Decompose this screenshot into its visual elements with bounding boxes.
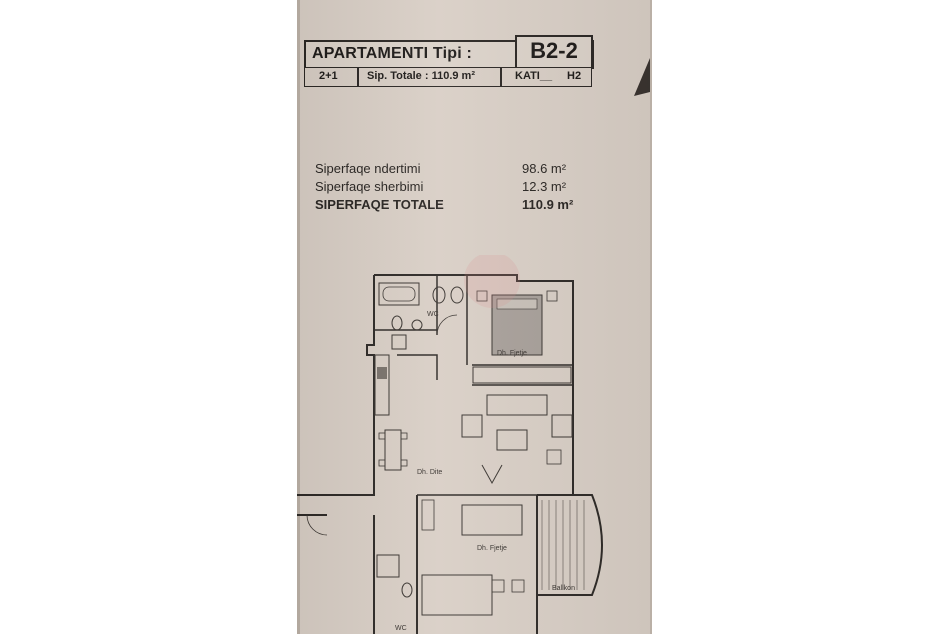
door-swing <box>436 314 458 336</box>
sink <box>432 286 446 304</box>
apartment-type-title: APARTAMENTI Tipi : <box>312 45 473 62</box>
bidet <box>411 319 423 331</box>
north-wall <box>374 274 574 385</box>
sofa <box>486 394 548 416</box>
apartment-summary-row: 2+1 Sip. Totale : 110.9 m² KATI__ H2 <box>304 67 592 87</box>
room-label-bedroom-bottom: Dh. Fjetje <box>477 545 507 552</box>
armchair <box>551 414 573 438</box>
west-wall <box>297 275 375 496</box>
area-row-total: SIPERFAQE TOTALE 110.9 m² <box>315 197 605 215</box>
corner-arrow-mark <box>634 58 650 96</box>
coffee-table <box>496 429 528 451</box>
room-label-balcony: Ballkon <box>552 585 575 592</box>
total-area-summary: Sip. Totale : 110.9 m² <box>367 70 475 82</box>
area-value: 98.6 m² <box>522 161 567 176</box>
area-row-service: Siperfaqe sherbimi 12.3 m² <box>315 179 605 197</box>
summary-divider <box>357 68 359 86</box>
stove <box>377 367 387 379</box>
watermark-logo <box>464 255 520 308</box>
floor-plan: WC Dh. Fjetje Dh. Dite Dh. Fjetje Ballko… <box>297 255 652 634</box>
kitchen-counter <box>374 354 390 416</box>
single-bed <box>461 504 523 536</box>
toilet <box>401 582 413 598</box>
storage-box <box>391 334 407 350</box>
area-value: 12.3 m² <box>522 179 567 194</box>
sheet-left-edge <box>297 0 300 634</box>
room-count: 2+1 <box>319 70 338 82</box>
floor-plan-drawing <box>297 255 603 634</box>
area-breakdown: Siperfaqe ndertimi 98.6 m² Siperfaqe she… <box>315 161 605 215</box>
toilet <box>391 315 403 331</box>
wardrobe-bottom <box>421 574 493 616</box>
nightstand <box>476 290 488 302</box>
room-label-living: Dh. Dite <box>417 469 443 476</box>
room-label-bedroom-top: Dh. Fjetje <box>497 350 527 357</box>
area-value: 110.9 m² <box>522 197 574 212</box>
area-row-construction: Siperfaqe ndertimi 98.6 m² <box>315 161 605 179</box>
bathtub <box>378 282 420 306</box>
side-table <box>546 449 562 465</box>
balcony-outline <box>537 494 603 596</box>
apartment-code-box: B2-2 <box>515 35 593 69</box>
nightstand <box>546 290 558 302</box>
tv-marker <box>481 464 503 485</box>
sink <box>450 286 464 304</box>
desk <box>421 499 435 531</box>
entrance-door-swing <box>306 514 328 536</box>
kitchen-wall <box>397 354 438 380</box>
wardrobe <box>472 366 572 384</box>
area-label: Siperfaqe sherbimi <box>315 179 424 194</box>
area-label: Siperfaqe ndertimi <box>315 161 421 176</box>
sheet-right-edge <box>650 0 652 634</box>
armchair <box>461 414 483 438</box>
document-sheet: APARTAMENTI Tipi : B2-2 2+1 Sip. Totale … <box>297 0 652 634</box>
summary-divider <box>500 68 502 86</box>
east-wall <box>537 385 574 496</box>
floor-code: H2 <box>567 70 582 82</box>
floor-label: KATI__ <box>515 70 553 82</box>
dining-table <box>384 429 402 471</box>
apartment-code: B2-2 <box>530 38 578 63</box>
area-label: SIPERFAQE TOTALE <box>315 197 444 212</box>
room-label-wc-bottom: WC <box>395 625 407 632</box>
shower <box>376 554 400 578</box>
room-label-wc-top: WC <box>427 311 439 318</box>
